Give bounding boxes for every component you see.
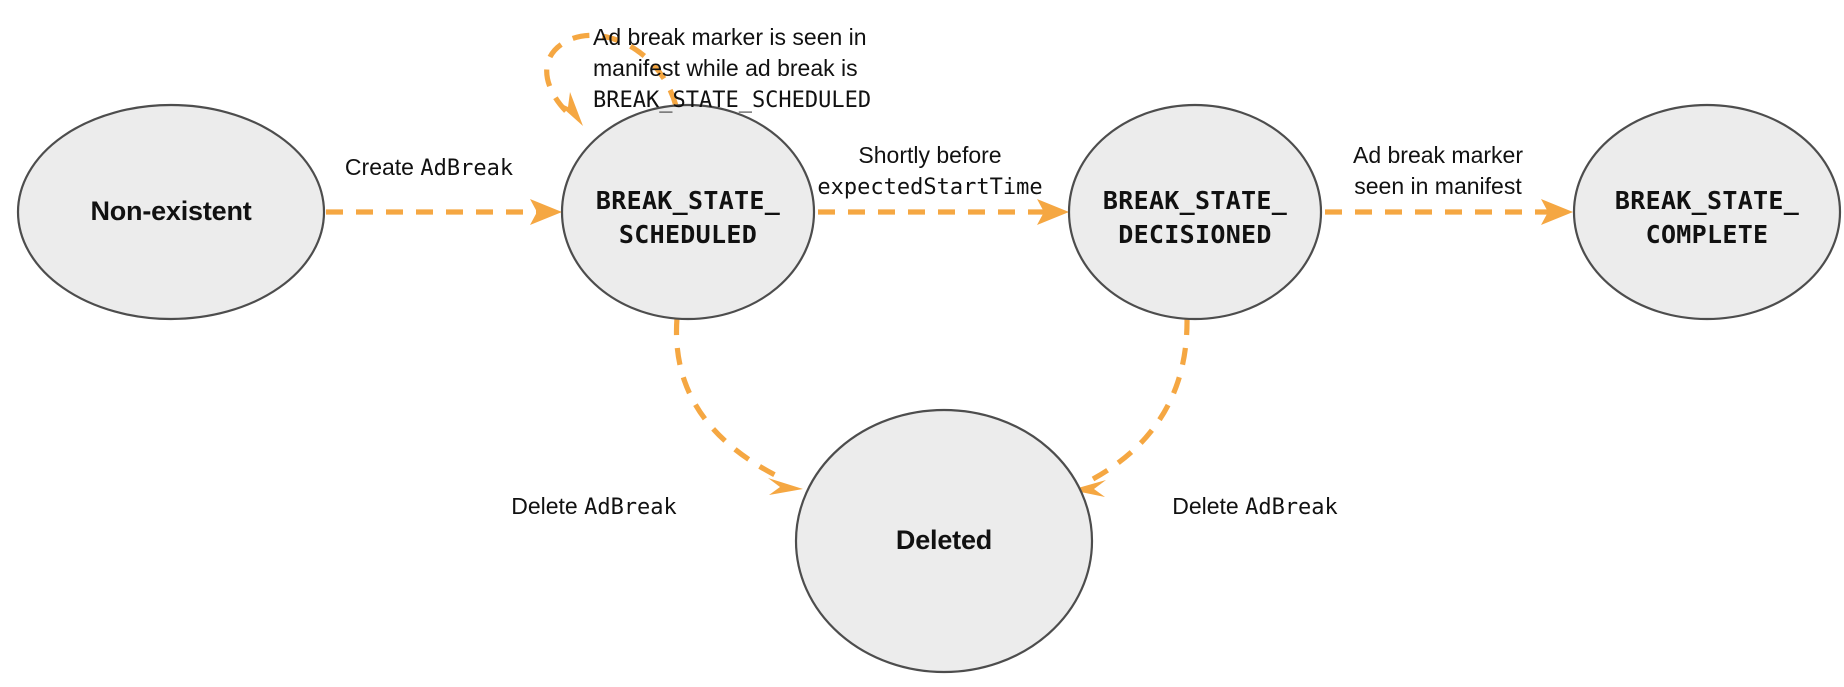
- node-break-state-decisioned-label-line2: DECISIONED: [1118, 220, 1272, 249]
- edge-label-shortly-before-line2: expectedStartTime: [817, 175, 1042, 200]
- edge-label-delete-from-decisioned-part-1: AdBreak: [1245, 495, 1338, 520]
- node-non-existent-label: Non-existent: [90, 196, 251, 226]
- node-break-state-scheduled[interactable]: BREAK_STATE_ SCHEDULED: [560, 103, 816, 321]
- node-break-state-scheduled-shape: [560, 103, 816, 321]
- edge-marker-seen-in-manifest-arrowhead: [1541, 199, 1573, 225]
- edge-label-scheduled-self-loop-line3: BREAK_STATE_SCHEDULED: [593, 88, 871, 113]
- edge-label-marker-seen-line1: Ad break marker: [1353, 142, 1523, 168]
- node-break-state-complete-shape: [1572, 103, 1842, 321]
- node-layer: Non-existent BREAK_STATE_ SCHEDULED BREA…: [16, 103, 1842, 674]
- edge-create-adbreak-arrowhead: [530, 199, 562, 225]
- node-break-state-decisioned-label-line1: BREAK_STATE_: [1103, 186, 1288, 215]
- edge-create-adbreak[interactable]: [326, 199, 562, 225]
- edge-label-layer: Create AdBreak Ad break marker is seen i…: [345, 24, 1523, 520]
- node-break-state-scheduled-label-line1: BREAK_STATE_: [596, 186, 781, 215]
- edge-label-scheduled-self-loop-line1: Ad break marker is seen in: [593, 24, 867, 50]
- edge-label-delete-from-scheduled: Delete AdBreak: [511, 493, 677, 520]
- node-non-existent[interactable]: Non-existent: [16, 103, 326, 321]
- edge-scheduled-self-loop[interactable]: [544, 32, 679, 126]
- edge-label-create-adbreak-part-1: AdBreak: [420, 156, 513, 181]
- edge-scheduled-self-loop-arrowhead: [555, 92, 583, 126]
- node-break-state-complete-label-line1: BREAK_STATE_: [1615, 186, 1800, 215]
- edge-label-delete-from-decisioned-part-0: Delete: [1172, 493, 1245, 519]
- node-break-state-complete[interactable]: BREAK_STATE_ COMPLETE: [1572, 103, 1842, 321]
- node-deleted[interactable]: Deleted: [794, 408, 1094, 674]
- edge-label-marker-seen-line2: seen in manifest: [1354, 173, 1522, 199]
- edge-label-scheduled-self-loop-line2: manifest while ad break is: [593, 55, 858, 81]
- edge-delete-from-scheduled-path: [673, 317, 783, 481]
- edge-label-delete-from-scheduled-part-0: Delete: [511, 493, 584, 519]
- edge-label-delete-from-decisioned: Delete AdBreak: [1172, 493, 1338, 520]
- edge-delete-from-scheduled[interactable]: [673, 317, 803, 495]
- node-break-state-scheduled-label-line2: SCHEDULED: [619, 220, 757, 249]
- edge-layer: [326, 32, 1573, 497]
- node-break-state-complete-label-line2: COMPLETE: [1646, 220, 1769, 249]
- edge-marker-seen-in-manifest[interactable]: [1325, 199, 1573, 225]
- node-non-existent-shape: [16, 103, 326, 321]
- edge-label-delete-from-scheduled-part-1: AdBreak: [584, 495, 677, 520]
- edge-delete-from-decisioned[interactable]: [1071, 317, 1190, 497]
- edge-shortly-before-arrowhead: [1037, 199, 1069, 225]
- edge-label-create-adbreak: Create AdBreak: [345, 154, 513, 181]
- node-break-state-decisioned-shape: [1067, 103, 1323, 321]
- edge-delete-from-decisioned-arrowhead: [1071, 480, 1106, 497]
- edge-shortly-before[interactable]: [818, 199, 1069, 225]
- node-break-state-decisioned[interactable]: BREAK_STATE_ DECISIONED: [1067, 103, 1323, 321]
- edge-label-shortly-before-line1: Shortly before: [858, 142, 1001, 168]
- node-deleted-shape: [794, 408, 1094, 674]
- edge-delete-from-scheduled-arrowhead: [768, 478, 803, 495]
- node-deleted-label: Deleted: [896, 525, 992, 555]
- edge-label-create-adbreak-part-0: Create: [345, 154, 420, 180]
- edge-delete-from-decisioned-path: [1091, 317, 1190, 482]
